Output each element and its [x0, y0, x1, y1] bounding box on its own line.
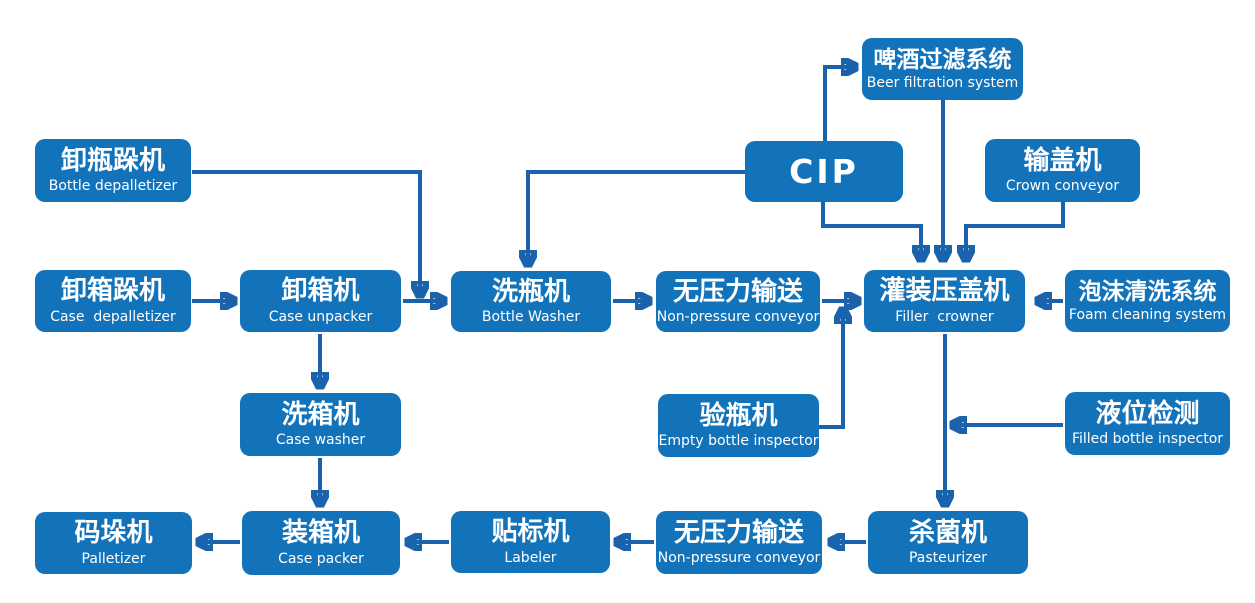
node-foam-cleaning-system: 泡沫清洗系统 Foam cleaning system: [1065, 270, 1230, 332]
node-label-en: Filled bottle inspector: [1071, 431, 1224, 448]
node-filler-crowner: 灌装压盖机 Filler crowner: [864, 270, 1025, 332]
edge-empty-bottle-inspector-merge: [819, 310, 843, 429]
node-label-en: Empty bottle inspector: [658, 433, 819, 450]
node-label-en: Bottle Washer: [481, 309, 581, 326]
node-label-zh: CIP: [789, 151, 859, 191]
node-bottle-washer: 洗瓶机 Bottle Washer: [451, 271, 611, 332]
node-label-zh: 装箱机: [281, 518, 360, 548]
node-non-pressure-conveyor-top: 无压力输送 Non-pressure conveyor: [656, 271, 820, 332]
node-label-en: Crown conveyor: [1005, 178, 1120, 195]
edge-bottle-depalletizer-merge: [192, 170, 420, 295]
node-label-zh: 贴标机: [491, 517, 570, 547]
node-label-en: Bottle depalletizer: [48, 178, 178, 195]
node-non-pressure-conveyor-bottom: 无压力输送 Non-pressure conveyor: [656, 511, 822, 574]
node-label-en: Palletizer: [81, 550, 146, 567]
node-label-en: Non-pressure conveyor: [657, 550, 821, 567]
node-case-unpacker: 卸箱机 Case unpacker: [240, 270, 401, 332]
node-labeler: 贴标机 Labeler: [451, 511, 610, 573]
node-label-en: Filler crowner: [895, 308, 994, 325]
node-label-zh: 验瓶机: [699, 400, 778, 431]
node-label-zh: 洗瓶机: [491, 276, 570, 307]
node-label-zh: 无压力输送: [673, 517, 804, 548]
node-empty-bottle-inspector: 验瓶机 Empty bottle inspector: [658, 394, 819, 457]
node-label-zh: 输盖机: [1023, 145, 1102, 176]
node-filled-bottle-inspector: 液位检测 Filled bottle inspector: [1065, 392, 1230, 455]
edge-cip-to-beer-filtration: [823, 67, 855, 141]
node-label-en: Case packer: [278, 550, 364, 567]
node-label-zh: 卸箱机: [281, 276, 360, 306]
node-case-depalletizer: 卸箱跺机 Case depalletizer: [35, 270, 191, 332]
node-cip: CIP: [745, 141, 903, 202]
node-palletizer: 码垛机 Palletizer: [35, 512, 192, 574]
node-label-zh: 洗箱机: [281, 399, 360, 430]
node-label-zh: 液位检测: [1095, 398, 1200, 429]
node-pasteurizer: 杀菌机 Pasteurizer: [868, 511, 1028, 574]
node-crown-conveyor: 输盖机 Crown conveyor: [985, 139, 1140, 202]
node-label-en: Case depalletizer: [50, 308, 176, 325]
node-label-en: Case unpacker: [268, 308, 373, 325]
node-label-zh: 杀菌机: [908, 517, 987, 548]
node-label-zh: 泡沫清洗系统: [1078, 278, 1217, 305]
node-label-zh: 卸箱跺机: [60, 276, 165, 306]
node-case-packer: 装箱机 Case packer: [242, 511, 400, 575]
edge-crown-conveyor-to-filler-crowner: [966, 202, 1065, 259]
node-bottle-depalletizer: 卸瓶跺机 Bottle depalletizer: [35, 139, 191, 202]
edge-cip-to-filler-crowner: [821, 202, 921, 259]
node-label-zh: 卸瓶跺机: [60, 145, 165, 176]
node-label-en: Pasteurizer: [908, 550, 988, 567]
node-case-washer: 洗箱机 Case washer: [240, 393, 401, 456]
node-label-zh: 无压力输送: [672, 276, 803, 307]
edge-cip-to-bottle-washer: [528, 170, 745, 264]
node-label-en: Non-pressure conveyor: [656, 309, 820, 326]
node-label-en: Beer filtration system: [866, 75, 1019, 92]
node-label-zh: 灌装压盖机: [879, 276, 1010, 306]
node-beer-filtration-system: 啤酒过滤系统 Beer filtration system: [862, 38, 1023, 100]
node-label-en: Case washer: [275, 432, 366, 449]
node-label-en: Labeler: [504, 549, 557, 566]
node-label-zh: 码垛机: [74, 518, 153, 548]
node-label-en: Foam cleaning system: [1068, 307, 1227, 324]
node-label-zh: 啤酒过滤系统: [873, 46, 1012, 73]
